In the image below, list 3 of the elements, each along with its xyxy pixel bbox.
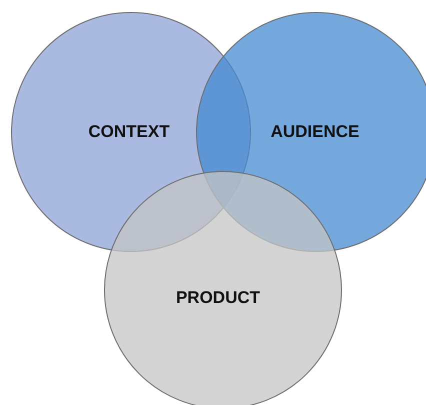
circle-label: AUDIENCE <box>270 122 360 142</box>
circle-label: PRODUCT <box>176 288 260 308</box>
circle-label: CONTEXT <box>88 122 170 142</box>
